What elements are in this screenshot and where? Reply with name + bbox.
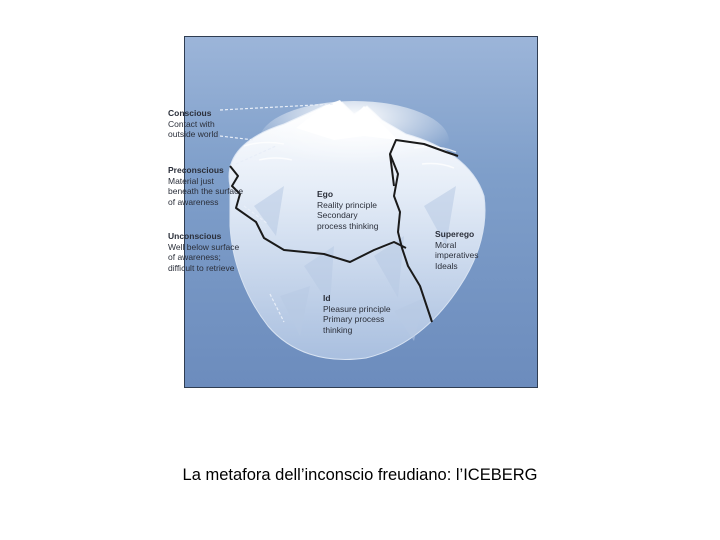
caption: La metafora dell’inconscio freudiano: l’… (182, 466, 538, 484)
iceberg-peak (296, 100, 398, 140)
label-id-line: Primary process (323, 314, 385, 324)
label-unconscious-line: of awareness; (168, 252, 221, 262)
label-unconscious-line: difficult to retrieve (168, 262, 235, 273)
label-preconscious-line: Material just (168, 175, 214, 186)
label-id: Id Pleasure principle Primary process th… (323, 293, 391, 335)
pointer-lines (219, 103, 335, 323)
label-id-title: Id (323, 293, 331, 303)
label-preconscious-title: Preconscious (168, 165, 224, 175)
label-ego-title: Ego (317, 189, 334, 199)
label-id-line: thinking (323, 324, 353, 335)
label-conscious-title: Conscious (168, 108, 212, 118)
iceberg-illustration (219, 100, 486, 361)
label-preconscious: Preconscious Material just beneath the s… (168, 165, 243, 207)
label-unconscious-line: Well below surface (168, 241, 240, 252)
label-superego-line: imperatives (435, 250, 479, 260)
label-conscious: Conscious Contact with outside world (168, 108, 218, 140)
label-id-line: Pleasure principle (323, 303, 391, 314)
label-preconscious-line: of awareness (168, 196, 219, 207)
label-superego-line: Ideals (435, 260, 458, 271)
label-ego: Ego Reality principle Secondary process … (317, 189, 378, 231)
label-preconscious-line: beneath the surface (168, 186, 244, 196)
label-conscious-line: outside world (168, 129, 219, 139)
iceberg-facets (254, 186, 456, 341)
superego-boundary-top (389, 139, 459, 187)
label-ego-line: Secondary (317, 210, 358, 220)
label-conscious-line: Contact with (168, 118, 215, 129)
label-unconscious-title: Unconscious (168, 231, 222, 241)
boundary-lines (229, 139, 459, 323)
superego-boundary-mid (389, 153, 433, 323)
water-surface-wisps (243, 141, 457, 169)
label-ego-line: process thinking (317, 220, 379, 231)
label-superego-line: Moral (435, 239, 457, 250)
label-unconscious: Unconscious Well below surface of awaren… (168, 231, 239, 273)
label-ego-line: Reality principle (317, 199, 377, 210)
ego-id-boundary (229, 165, 407, 263)
label-superego: Superego Moral imperatives Ideals (435, 229, 478, 271)
label-superego-title: Superego (435, 229, 475, 239)
